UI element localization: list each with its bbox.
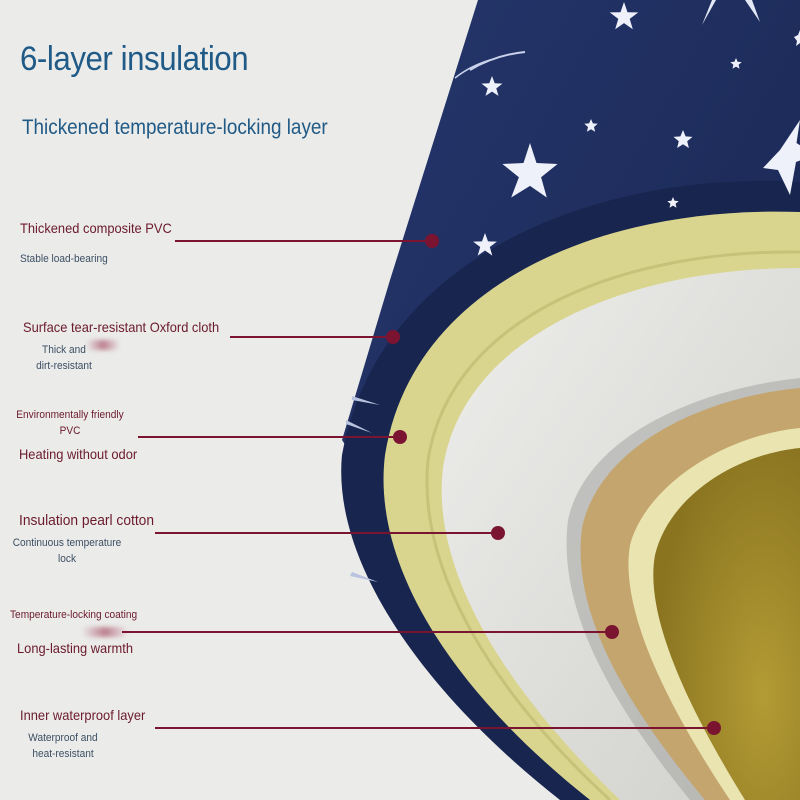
star-icon (673, 130, 693, 148)
pvc-edge-shade (425, 250, 800, 800)
callout-desc-oxford-cloth-line1: Thick and (42, 344, 86, 356)
callout-label-coating: Temperature-locking coating (10, 609, 138, 621)
star-icon (730, 58, 742, 69)
callout-label-composite-pvc: Thickened composite PVC (20, 220, 172, 236)
callout-desc-coating: Long-lasting warmth (17, 640, 133, 656)
inner-olive-layer (653, 448, 800, 800)
callout-dot-icon (393, 430, 407, 444)
star-icon (502, 143, 558, 198)
star-icon (584, 119, 598, 132)
callout-label-eco-pvc-line1: Environmentally friendly (16, 409, 124, 421)
callout-dot-icon (491, 526, 505, 540)
callout-desc-eco-pvc: Heating without odor (19, 446, 138, 462)
star-icon (609, 2, 639, 30)
leader-lines (122, 240, 714, 729)
callout-dot-icon (707, 721, 721, 735)
callout-desc-pearl-cotton-line2: lock (58, 553, 76, 565)
callout-label-oxford-cloth: Surface tear-resistant Oxford cloth (23, 319, 220, 335)
leader-dots (386, 234, 721, 735)
callout-label-pearl-cotton: Insulation pearl cotton (19, 512, 155, 529)
callout-desc-pearl-cotton-line1: Continuous temperature (12, 537, 122, 549)
star-icon (794, 30, 800, 46)
callout-dot-icon (425, 234, 439, 248)
callout-desc-inner-waterproof-line2: heat-resistant (32, 748, 94, 760)
star-icon (481, 76, 503, 96)
callout-desc-inner-waterproof-line1: Waterproof and (28, 732, 98, 744)
callout-desc-oxford-cloth-line2: dirt-resistant (36, 360, 92, 372)
star-icon (763, 120, 800, 195)
star-icon (667, 197, 679, 208)
star-field (473, 2, 800, 256)
callout-label-eco-pvc-line2: PVC (59, 425, 81, 437)
page-subtitle: Thickened temperature-locking layer (22, 116, 328, 139)
decor-smear (82, 627, 128, 637)
star-icon (473, 233, 497, 256)
decor-smear (86, 340, 120, 350)
callout-label-inner-waterproof: Inner waterproof layer (20, 707, 146, 723)
callout-desc-composite-pvc: Stable load-bearing (20, 253, 108, 265)
callout-dot-icon (386, 330, 400, 344)
page-title: 6-layer insulation (20, 40, 249, 78)
callout-dot-icon (605, 625, 619, 639)
